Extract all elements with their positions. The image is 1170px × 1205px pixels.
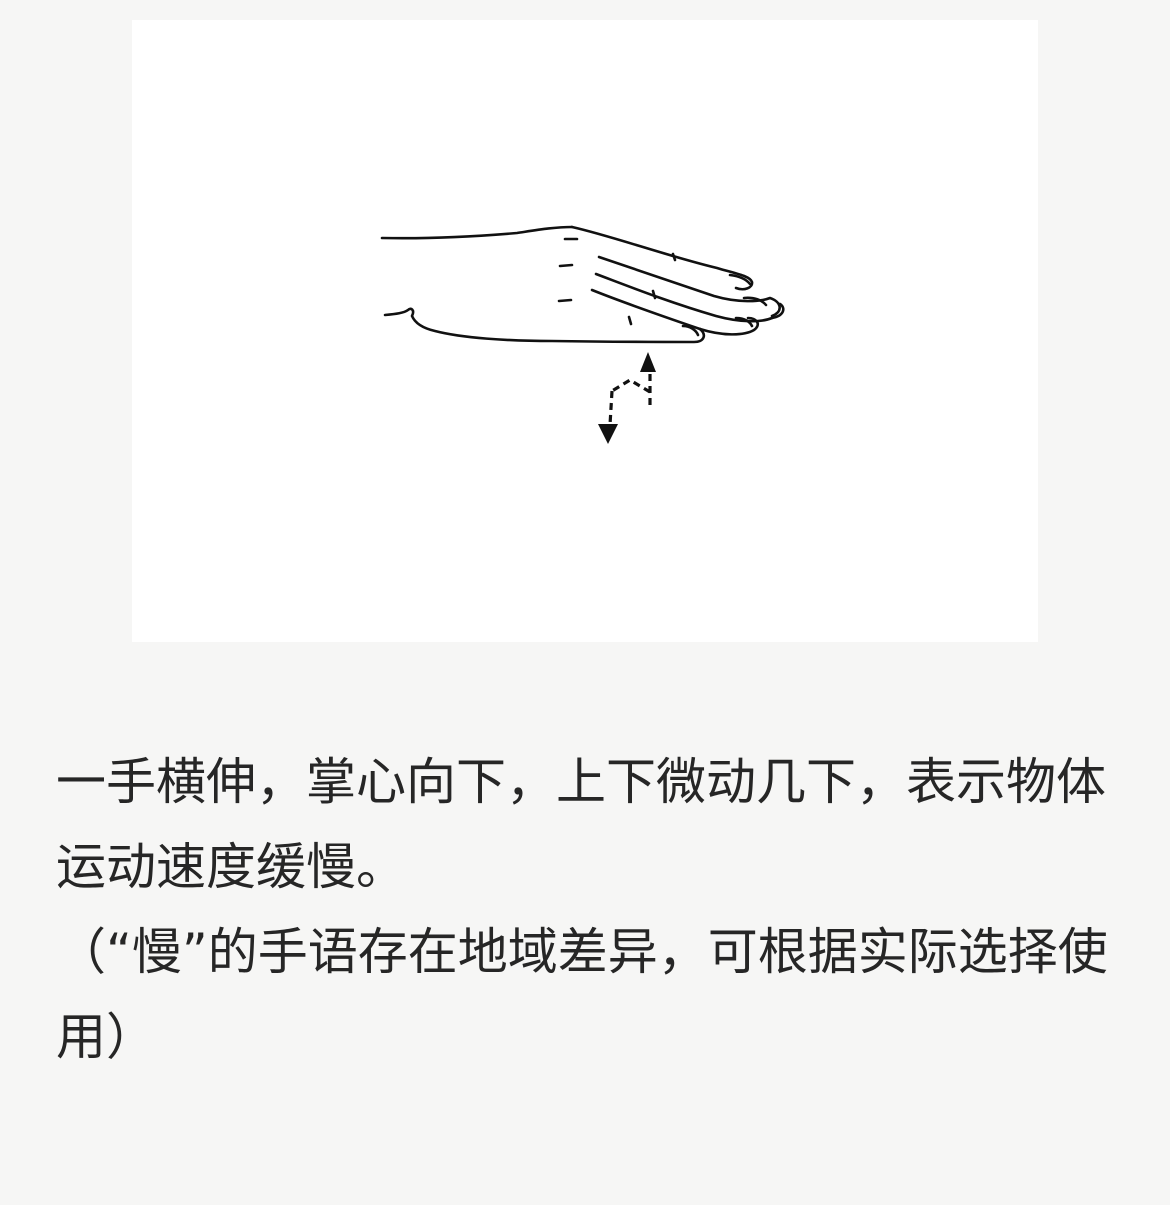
illustration-card	[132, 20, 1038, 642]
caption: 一手横伸，掌心向下，上下微动几下，表示物体运动速度缓慢。 （“慢”的手语存在地域…	[56, 740, 1136, 1080]
regional-note: （“慢”的手语存在地域差异，可根据实际选择使用）	[56, 923, 1108, 1066]
hand-palm-down-icon	[380, 225, 785, 344]
motion-arrow-icon	[598, 352, 656, 444]
sign-description: 一手横伸，掌心向下，上下微动几下，表示物体运动速度缓慢。	[56, 753, 1106, 896]
hand-sign-illustration	[380, 225, 785, 444]
